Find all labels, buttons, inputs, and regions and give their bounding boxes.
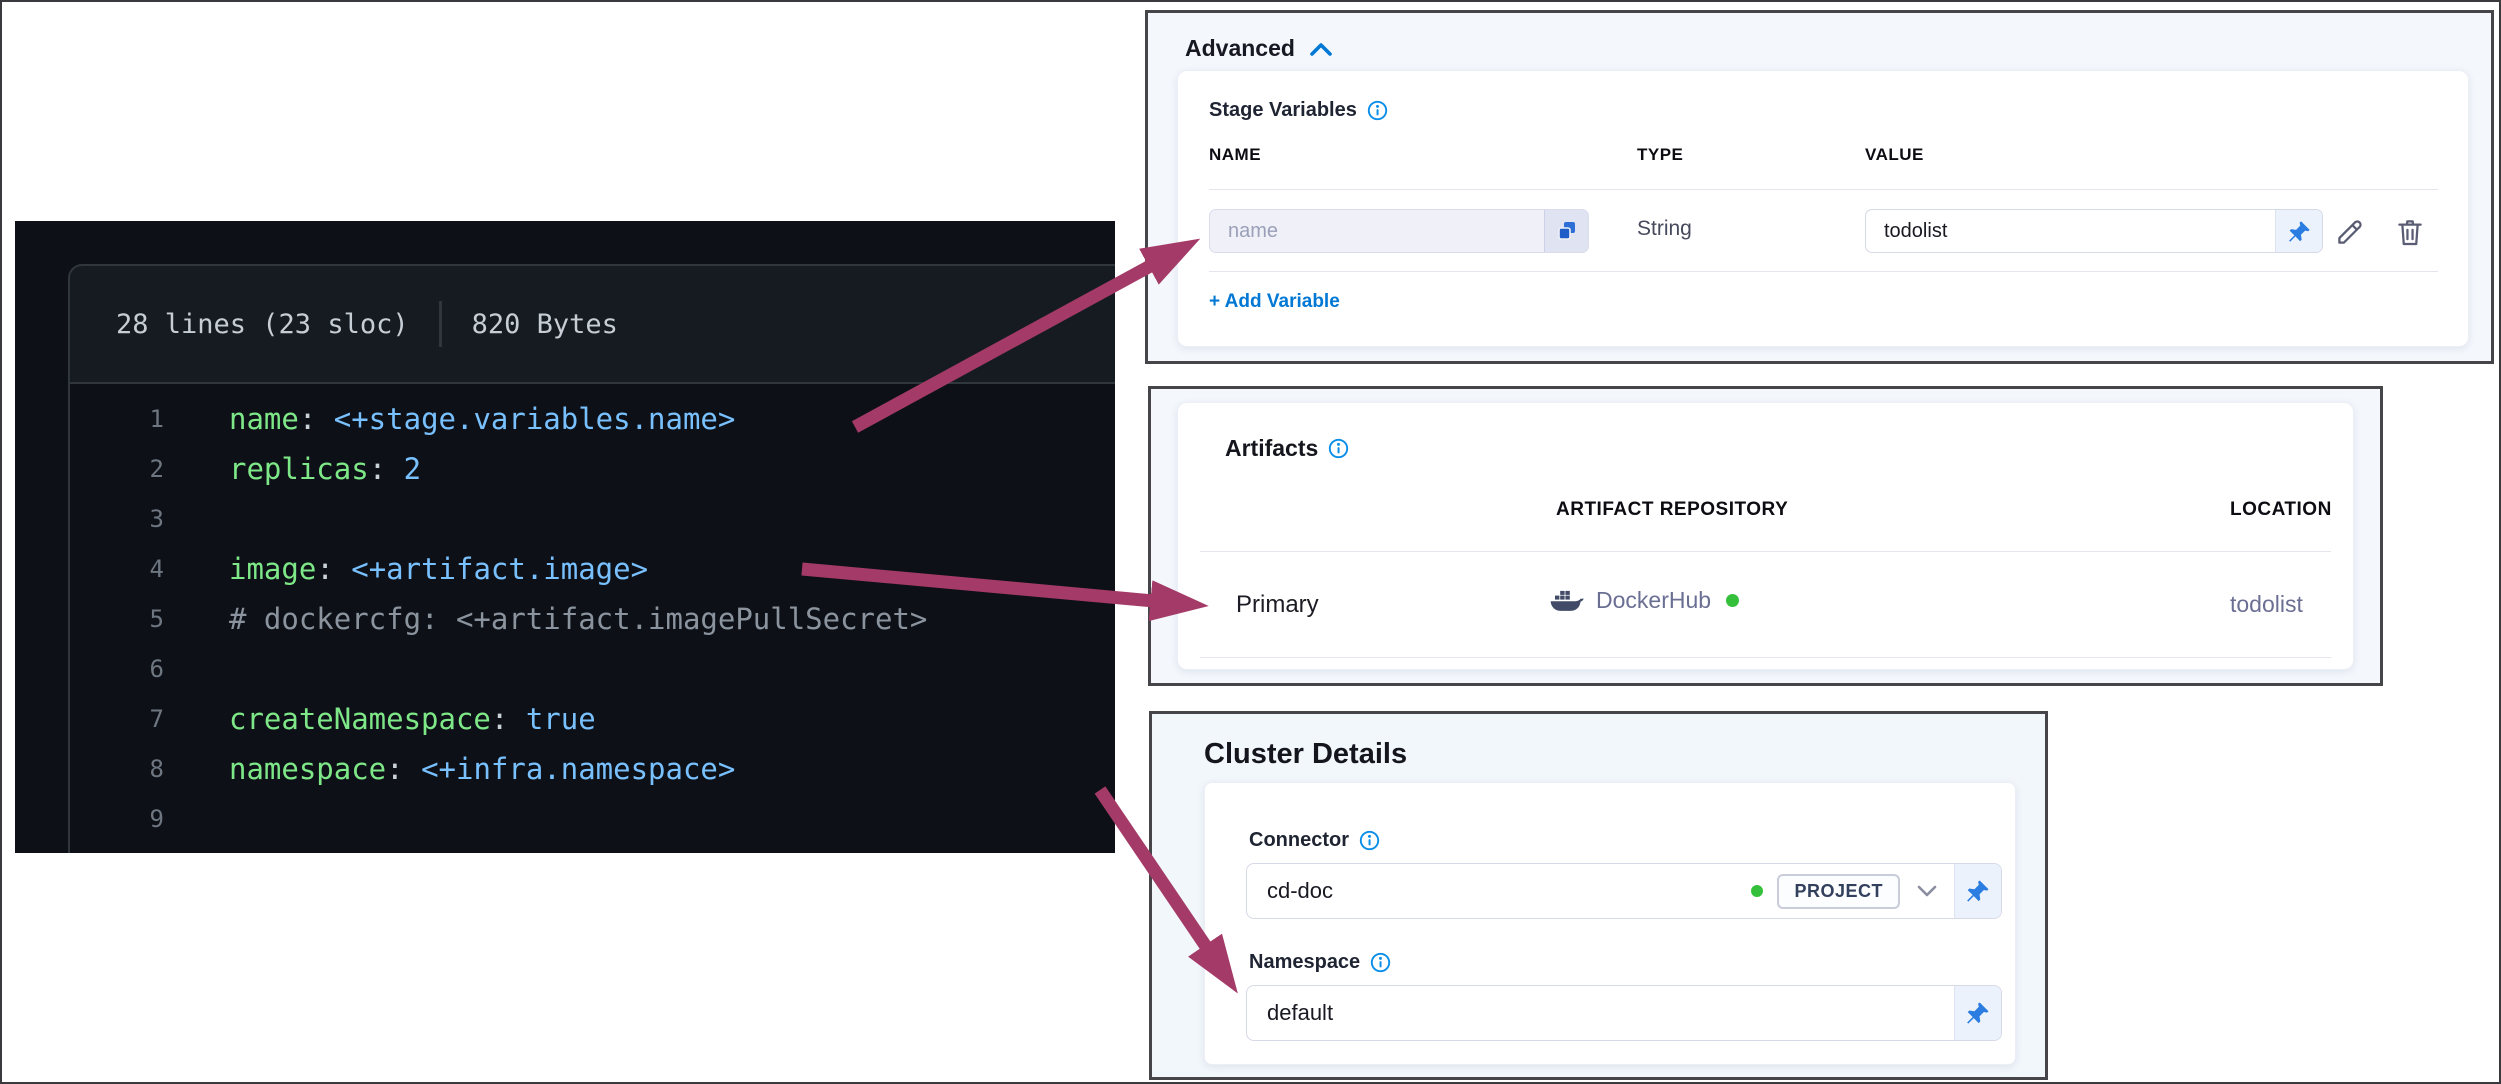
code-line: 1 name: <+stage.variables.name> [70, 394, 1115, 444]
connector-field: PROJECT [1246, 863, 2002, 919]
file-header: 28 lines (23 sloc) 820 Bytes [68, 264, 1115, 384]
pin-button[interactable] [2275, 210, 2322, 252]
variable-name-input[interactable] [1210, 219, 1544, 243]
code-line: 5 # dockercfg: <+artifact.imagePullSecret… [70, 594, 1115, 644]
code-line: 2 replicas: 2 [70, 444, 1115, 494]
code-line: 6 [70, 644, 1115, 694]
copy-icon [1557, 222, 1575, 240]
namespace-field [1246, 985, 2002, 1041]
chevron-down-icon [1917, 885, 1937, 897]
stage-variables-label: Stage Variables [1209, 99, 1388, 122]
code-text: createNamespace: true [229, 702, 596, 736]
advanced-section-toggle[interactable]: Advanced [1185, 35, 1333, 62]
code-text: name: <+stage.variables.name> [229, 402, 736, 436]
advanced-title: Advanced [1185, 35, 1295, 61]
pin-icon [1967, 880, 1989, 902]
pin-icon [1967, 1002, 1989, 1024]
chevron-up-icon [1310, 42, 1332, 56]
connector-scope-badge: PROJECT [1777, 873, 1900, 909]
line-number: 2 [149, 455, 164, 483]
code-text: image: <+artifact.image> [229, 552, 649, 586]
file-lines-info: 28 lines (23 sloc) [116, 308, 409, 340]
artifact-row: Primary DockerHub todolist [1178, 579, 2353, 635]
separator [1200, 657, 2331, 658]
info-icon[interactable] [1359, 830, 1380, 851]
variable-name-field [1209, 209, 1589, 253]
code-line: 4 image: <+artifact.image> [70, 544, 1115, 594]
artifact-primary-label: Primary [1236, 591, 1319, 618]
connector-input[interactable] [1247, 878, 1752, 904]
line-number: 1 [149, 405, 164, 433]
cluster-details-title: Cluster Details [1204, 738, 1408, 770]
line-number: 9 [149, 805, 164, 833]
line-number: 8 [149, 755, 164, 783]
column-header-repository: ARTIFACT REPOSITORY [1556, 499, 1789, 520]
column-header-name: NAME [1209, 145, 1262, 164]
delete-variable-button[interactable] [2390, 212, 2430, 252]
namespace-input[interactable] [1247, 1000, 1954, 1026]
variable-value-input[interactable] [1866, 219, 2275, 243]
connector-status-dot [1751, 885, 1764, 897]
variable-value-field [1865, 209, 2323, 253]
pin-button[interactable] [1954, 986, 2001, 1040]
pencil-icon [2338, 220, 2362, 244]
separator [1209, 189, 2438, 190]
line-number: 4 [149, 555, 164, 583]
connector-dropdown-toggle[interactable] [1917, 885, 1937, 897]
namespace-label: Namespace [1249, 951, 1391, 974]
docker-whale-icon [1550, 590, 1584, 611]
artifacts-title-row: Artifacts [1225, 435, 1349, 462]
status-dot [1726, 594, 1740, 607]
line-number: 6 [149, 655, 164, 683]
code-line: 7 createNamespace: true [70, 694, 1115, 744]
edit-variable-button[interactable] [2330, 212, 2370, 252]
artifacts-card: Artifacts ARTIFACT REPOSITORY LOCATION P… [1177, 402, 2354, 670]
column-header-type: TYPE [1637, 145, 1684, 164]
copy-button[interactable] [1544, 210, 1588, 252]
info-icon[interactable] [1370, 952, 1391, 973]
add-variable-link[interactable]: + Add Variable [1209, 291, 1340, 312]
line-number: 5 [149, 605, 164, 633]
code-text: namespace: <+infra.namespace> [229, 752, 736, 786]
cluster-details-card: Connector PROJECT [1204, 782, 2016, 1065]
column-header-value: VALUE [1865, 145, 1924, 164]
info-icon[interactable] [1328, 438, 1349, 459]
code-viewer-panel: 28 lines (23 sloc) 820 Bytes 1 name: <+st… [15, 221, 1115, 853]
artifacts-panel: Artifacts ARTIFACT REPOSITORY LOCATION P… [1148, 386, 2383, 686]
code-line: 8 namespace: <+infra.namespace> [70, 744, 1115, 794]
column-header-location: LOCATION [2230, 499, 2332, 520]
code-area: 1 name: <+stage.variables.name> 2 replicas:… [68, 384, 1115, 853]
pin-icon [2288, 220, 2310, 242]
cluster-details-panel: Cluster Details Connector PROJECT [1149, 711, 2048, 1080]
code-text: replicas: 2 [229, 452, 422, 486]
file-size-info: 820 Bytes [471, 308, 618, 340]
line-number: 3 [149, 505, 164, 533]
separator [1209, 271, 2438, 272]
code-line: 9 [70, 794, 1115, 844]
separator [1200, 551, 2331, 552]
line-number: 7 [149, 705, 164, 733]
header-divider [438, 301, 442, 347]
artifact-repository-name: DockerHub [1596, 587, 1712, 613]
info-icon[interactable] [1367, 100, 1388, 121]
code-text: # dockercfg: <+artifact.imagePullSecret> [229, 602, 928, 636]
pin-button[interactable] [1954, 864, 2001, 918]
artifacts-title: Artifacts [1225, 435, 1319, 461]
variable-type-value: String [1637, 217, 1692, 240]
artifact-repository-cell: DockerHub [1550, 587, 1740, 614]
advanced-panel: Advanced Stage Variables NAME TYPE VALUE [1145, 10, 2494, 364]
artifact-location-value: todolist [2230, 591, 2303, 617]
code-line: 3 [70, 494, 1115, 544]
connector-label: Connector [1249, 829, 1380, 852]
trash-icon [2398, 220, 2422, 246]
stage-variables-card: Stage Variables NAME TYPE VALUE String [1177, 70, 2469, 347]
